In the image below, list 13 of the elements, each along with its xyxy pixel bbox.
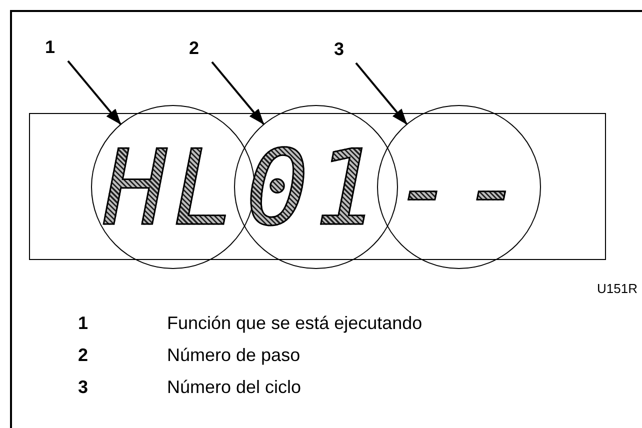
legend-number: 1 — [78, 313, 88, 333]
callout-number: 2 — [189, 38, 200, 58]
legend-description: Función que se está ejecutando — [167, 313, 422, 333]
figure-code: U151R — [597, 282, 638, 296]
leader-arrow — [211, 61, 264, 125]
legend-description: Número del ciclo — [167, 377, 302, 397]
leader-arrow — [355, 62, 408, 125]
callout-number: 1 — [45, 37, 56, 57]
legend-number: 3 — [78, 377, 88, 397]
legend-number: 2 — [78, 345, 88, 365]
legend-description: Número de paso — [167, 345, 300, 365]
callout-number: 3 — [334, 39, 344, 59]
leader-arrow — [67, 60, 122, 125]
